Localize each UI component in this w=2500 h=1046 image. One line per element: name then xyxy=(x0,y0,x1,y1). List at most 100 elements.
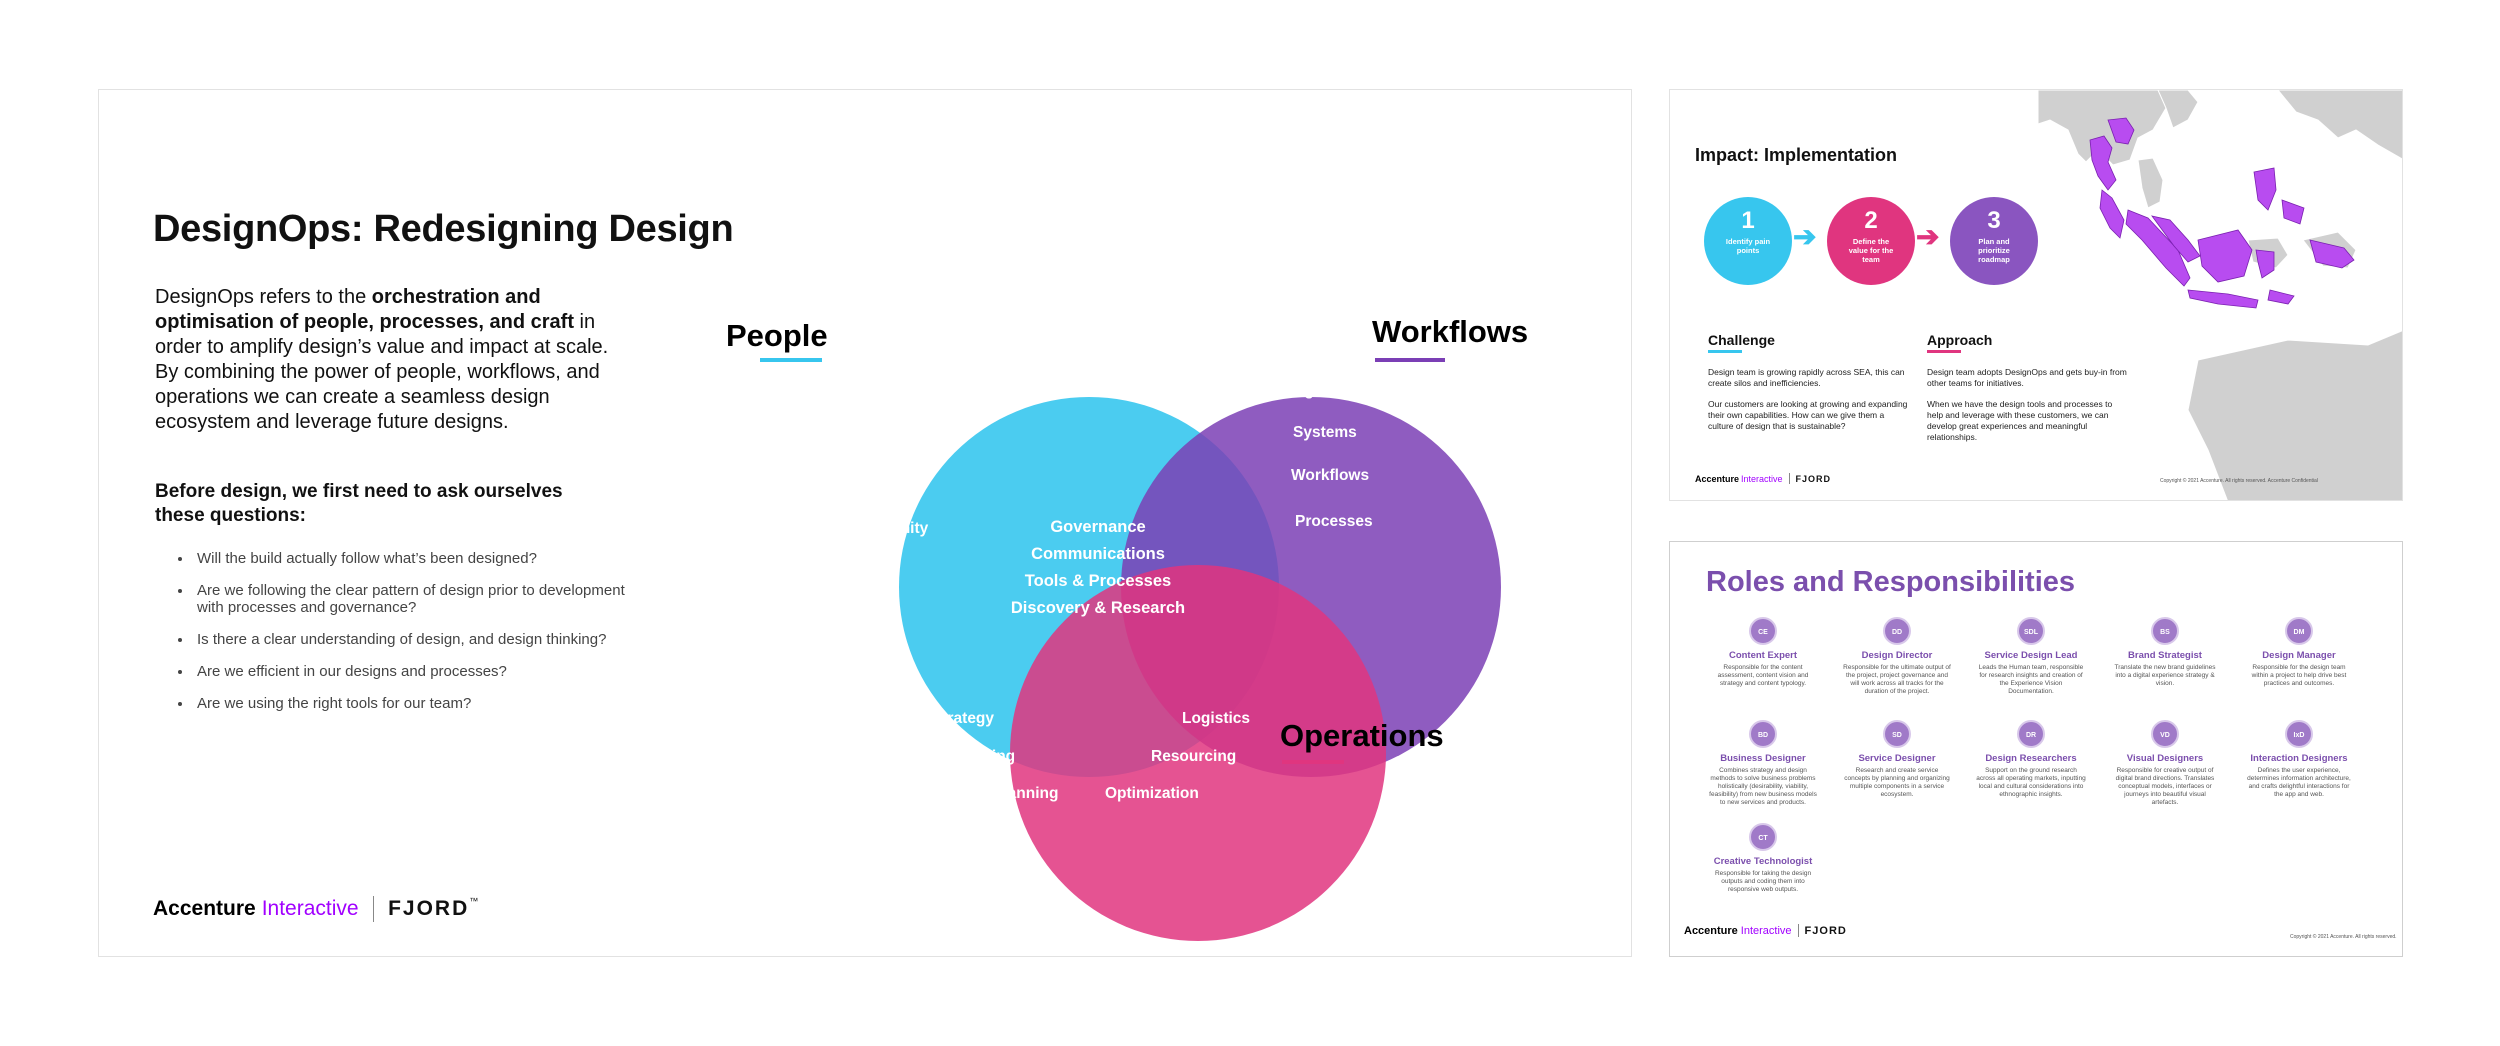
role-card: VD Visual Designers Responsible for crea… xyxy=(2110,720,2220,807)
role-card: SD Service Designer Research and create … xyxy=(1842,720,1952,799)
brand-accenture: Accenture xyxy=(153,897,256,920)
list-item: Is there a clear understanding of design… xyxy=(193,631,633,648)
impact-title: Impact: Implementation xyxy=(1695,145,1898,165)
operations-item: Strategy xyxy=(932,710,994,727)
role-card: BD Business Designer Combines strategy a… xyxy=(1708,720,1818,807)
approach-heading: Approach xyxy=(1927,332,1993,348)
challenge-paragraph: Design team is growing rapidly across SE… xyxy=(1708,367,1905,388)
map-highlight xyxy=(2281,199,2305,225)
center-item: Communications xyxy=(1031,545,1165,563)
role-description: Responsible for the design team within a… xyxy=(2251,664,2347,687)
role-name: Design Researchers xyxy=(1985,753,2077,764)
step-text: Define the value for the team xyxy=(1848,237,1894,264)
approach-paragraph: When we have the design tools and proces… xyxy=(1927,399,2113,442)
role-card: DR Design Researchers Support on the gro… xyxy=(1976,720,2086,799)
role-card: IxD Interaction Designers Defines the us… xyxy=(2244,720,2354,799)
brand-accenture: Accenture xyxy=(1695,473,1740,484)
people-item: Partnership xyxy=(824,471,910,488)
role-description: Responsible for the ultimate output of t… xyxy=(1843,664,1951,695)
role-card: DD Design Director Responsible for the u… xyxy=(1842,617,1952,696)
venn-diagram: Transformation Education Talent & Cultur… xyxy=(726,314,1528,941)
workflows-underline xyxy=(1375,358,1445,362)
challenge-paragraph: Our customers are looking at growing and… xyxy=(1708,399,1908,431)
arrow-right-icon: ➔ xyxy=(1793,221,1817,252)
role-card: SDL Service Design Lead Leads the Human … xyxy=(1976,617,2086,696)
role-name: Creative Technologist xyxy=(1713,856,1813,867)
role-description: Responsible for taking the design output… xyxy=(1714,870,1812,893)
map-land xyxy=(2277,90,2402,160)
brand-divider xyxy=(372,896,375,922)
operations-item: Planning xyxy=(993,785,1058,802)
role-description: Combines strategy and design methods to … xyxy=(1709,767,1817,806)
people-underline xyxy=(760,358,822,362)
map-highlight xyxy=(2099,189,2125,239)
map-highlight xyxy=(2197,229,2253,283)
questions-list: Will the build actually follow what’s be… xyxy=(155,550,633,727)
operations-item: Resourcing xyxy=(1151,748,1236,765)
people-item: Community xyxy=(843,520,929,537)
list-item: Are we using the right tools for our tea… xyxy=(193,695,633,712)
role-badge: CT xyxy=(1749,823,1777,851)
roles-slide-thumbnail[interactable]: Roles and Responsibilities CE Content Ex… xyxy=(1669,541,2403,957)
step-text: Identify pain points xyxy=(1725,237,1771,255)
questions-heading: Before design, we first need to ask ours… xyxy=(155,481,563,526)
role-description: Translate the new brand guidelines into … xyxy=(2114,664,2216,687)
role-card: CE Content Expert Responsible for the co… xyxy=(1708,617,1818,688)
workflows-item: Processes xyxy=(1295,513,1373,530)
role-name: Content Expert xyxy=(1728,650,1798,661)
role-card: DM Design Manager Responsible for the de… xyxy=(2244,617,2354,688)
role-badge: DD xyxy=(1883,617,1911,645)
role-badge: DR xyxy=(2017,720,2045,748)
challenge-heading: Challenge xyxy=(1708,332,1775,348)
role-description: Research and create service concepts by … xyxy=(1844,767,1950,798)
role-name: Design Manager xyxy=(2262,650,2336,661)
role-badge: VD xyxy=(2151,720,2179,748)
role-name: Interaction Designers xyxy=(2250,753,2348,764)
impact-slide-thumbnail[interactable]: Impact: Implementation 1 Identify pain p… xyxy=(1669,89,2403,501)
operations-item: Optimization xyxy=(1105,785,1199,802)
list-item: Are we efficient in our designs and proc… xyxy=(193,663,633,680)
slide-title: DesignOps: Redesigning Design xyxy=(153,208,734,250)
brand-interactive: Interactive xyxy=(1740,924,1792,937)
operations-item: Scaling xyxy=(960,748,1015,765)
map-land xyxy=(2137,157,2164,209)
center-item: Discovery & Research xyxy=(1011,599,1185,617)
brand-interactive: Interactive xyxy=(1741,473,1783,484)
brand-fjord: FJORD xyxy=(1804,924,1847,937)
role-description: Support on the ground research across al… xyxy=(1976,767,2086,798)
map-highlight xyxy=(2309,239,2355,269)
map-highlight xyxy=(2267,289,2295,305)
center-item: Tools & Processes xyxy=(1025,572,1171,590)
brand-accenture: Accenture xyxy=(1684,924,1738,937)
intro-bold-text: orchestration and optimisation of people… xyxy=(155,286,574,333)
role-description: Leads the Human team, responsible for re… xyxy=(1978,664,2084,695)
brand-logo: Accenture Interactive FJORD ™ xyxy=(153,896,478,922)
step-number: 2 xyxy=(1864,207,1878,234)
role-name: Design Director xyxy=(1861,650,1933,661)
role-name: Business Designer xyxy=(1720,753,1806,764)
role-description: Defines the user experience, determines … xyxy=(2247,767,2351,798)
map-land xyxy=(2187,330,2402,500)
intro-text-1: DesignOps refers to the xyxy=(155,286,372,308)
step-number: 3 xyxy=(1987,207,2001,234)
role-name: Brand Strategist xyxy=(2128,650,2202,661)
challenge-text: Design team is growing rapidly across SE… xyxy=(1708,367,1908,442)
workflows-label: Workflows xyxy=(1372,314,1528,349)
list-item: Are we following the clear pattern of de… xyxy=(193,582,633,616)
role-name: Visual Designers xyxy=(2126,753,2204,764)
role-badge: IxD xyxy=(2285,720,2313,748)
workflows-item: Systems xyxy=(1293,424,1357,441)
step-text: Plan and prioritize roadmap xyxy=(1978,237,2010,264)
operations-item: Logistics xyxy=(1182,710,1250,727)
people-item: Transformation xyxy=(990,344,1103,361)
brand-logo: Accenture Interactive FJORD xyxy=(1684,924,1847,937)
step-1-circle: 1 Identify pain points xyxy=(1704,197,1792,285)
role-badge: SD xyxy=(1883,720,1911,748)
step-3-circle: 3 Plan and prioritize roadmap xyxy=(1950,197,2038,285)
brand-trademark: ™ xyxy=(469,896,479,906)
map-highlight xyxy=(2187,289,2259,309)
sea-map xyxy=(2038,90,2402,500)
role-description: Responsible for creative output of digit… xyxy=(2115,767,2215,806)
approach-underline xyxy=(1927,350,1961,353)
workflows-item: Workflows xyxy=(1291,467,1369,484)
